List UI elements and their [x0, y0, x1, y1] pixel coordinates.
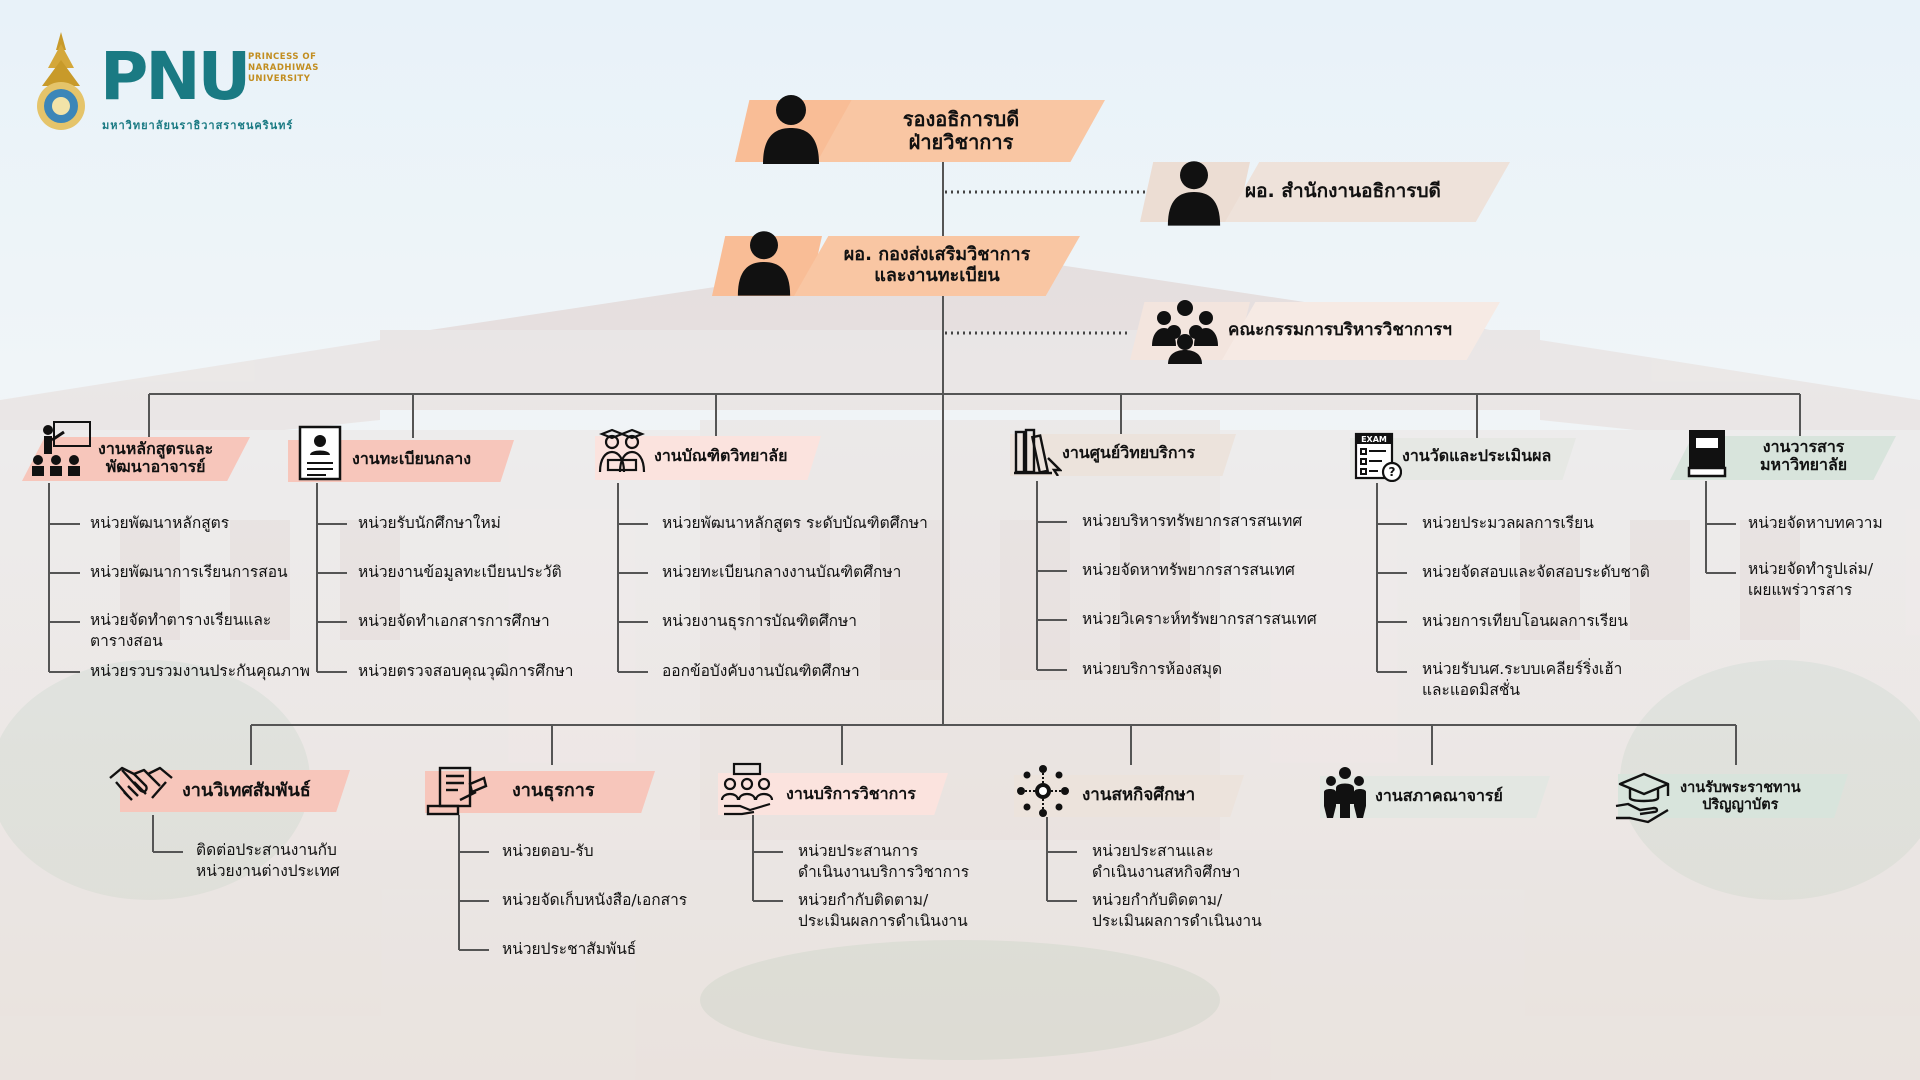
list-item: หน่วยพัฒนาหลักสูตร [90, 514, 230, 532]
person-icon [1167, 161, 1221, 226]
graduation-cap-icon [1615, 772, 1670, 824]
list-item: หน่วยรับนศ.ระบบเคลียร์ริ่งเฮ้า และแอดมิส… [1422, 660, 1623, 699]
list-item: หน่วยจัดทำเอกสารการศึกษา [358, 612, 550, 630]
unit-title-registrar: งานทะเบียนกลาง [352, 449, 472, 468]
unit-title-journal: งานวารสาร มหาวิทยาลัย [1760, 437, 1848, 475]
list-item: หน่วยประสานการ ดำเนินงานบริการวิชาการ [798, 842, 970, 881]
graduates-icon [598, 428, 646, 473]
list-item: หน่วยบริหารทรัพยากรสารสนเทศ [1082, 512, 1303, 530]
document-icon [298, 425, 342, 481]
list-item: หน่วยกำกับติดตาม/ ประเมินผลการดำเนินงาน [798, 891, 968, 930]
list-item: หน่วยพัฒนาหลักสูตร ระดับบัณฑิตศึกษา [662, 514, 928, 532]
vp-academic-box: รองอธิการบดี ฝ่ายวิชาการ [735, 95, 1105, 164]
logo-letters: PNU [100, 38, 251, 115]
unit-title-international: งานวิเทศสัมพันธ์ [182, 780, 311, 801]
group-icon [1152, 300, 1218, 364]
paperwork-icon [426, 766, 488, 816]
unit-title-library: งานศูนย์วิทยบริการ [1062, 443, 1196, 462]
pnu-logo: PNU PRINCESS OF NARADHIWAS UNIVERSITY มห… [30, 32, 330, 142]
list-item: หน่วยกำกับติดตาม/ ประเมินผลการดำเนินงาน [1092, 891, 1262, 930]
exam-label: EXAM [1361, 435, 1387, 444]
list-item: หน่วยจัดทำตารางเรียนและ ตารางสอน [90, 611, 272, 650]
list-item: หน่วยจัดหาบทความ [1748, 514, 1883, 532]
tab-graduate-school [595, 436, 821, 480]
list-item: หน่วยตรวจสอบคุณวุฒิการศึกษา [358, 662, 574, 680]
academic-committee-box: คณะกรรมการบริหารวิชาการฯ [1130, 300, 1500, 364]
council-icon [1324, 767, 1366, 818]
logo-english-name: PRINCESS OF NARADHIWAS UNIVERSITY [248, 52, 319, 84]
list-item: หน่วยงานธุรการบัณฑิตศึกษา [662, 612, 857, 630]
division-director-box: ผอ. กองส่งเสริมวิชาการ และงานทะเบียน [712, 231, 1080, 296]
list-item: หน่วยประสานและ ดำเนินงานสหกิจศึกษา [1092, 842, 1241, 881]
academic-committee-title: คณะกรรมการบริหารวิชาการฯ [1228, 320, 1452, 341]
exam-icon: EXAM ? [1354, 432, 1402, 482]
unit-title-curriculum: งานหลักสูตรและ พัฒนาอาจารย์ [98, 439, 214, 477]
tab-coop-education [1014, 775, 1244, 817]
list-item: หน่วยจัดสอบและจัดสอบระดับชาติ [1422, 563, 1650, 581]
unit-title-graduation-ceremony: งานรับพระราชทาน ปริญญาบัตร [1680, 780, 1801, 813]
unit-title-admin: งานธุรการ [512, 780, 595, 801]
unit-title-faculty-senate: งานสภาคณาจารย์ [1375, 786, 1503, 805]
list-item: หน่วยทะเบียนกลางงานบัณฑิตศึกษา [662, 563, 902, 581]
list-item: หน่วยประชาสัมพันธ์ [502, 940, 637, 958]
office-director-box: ผอ. สำนักงานอธิการบดี [1140, 161, 1510, 226]
teacher-icon [32, 421, 91, 476]
service-icon [720, 762, 774, 816]
list-item: หน่วยการเทียบโอนผลการเรียน [1422, 612, 1628, 630]
university-seal-icon [37, 32, 85, 130]
list-item: ติดต่อประสานงานกับ หน่วยงานต่างประเทศ [196, 841, 340, 880]
list-item: หน่วยพัฒนาการเรียนการสอน [90, 563, 288, 581]
unit-title-coop-education: งานสหกิจศึกษา [1082, 785, 1196, 805]
list-item: หน่วยงานข้อมูลทะเบียนประวัติ [358, 563, 562, 581]
unit-title-measurement: งานวัดและประเมินผล [1402, 446, 1552, 465]
svg-text:?: ? [1389, 465, 1396, 479]
logo-thai-name: มหาวิทยาลัยนราธิวาสราชนครินทร์ [102, 119, 294, 132]
list-item: หน่วยรวบรวมงานประกันคุณภาพ [90, 662, 310, 680]
list-item: หน่วยจัดเก็บหนังสือ/เอกสาร [502, 891, 688, 909]
list-item: หน่วยวิเคราะห์ทรัพยากรสารสนเทศ [1082, 610, 1317, 628]
unit-title-graduate-school: งานบัณฑิตวิทยาลัย [654, 446, 788, 465]
vp-academic-title: รองอธิการบดี ฝ่ายวิชาการ [902, 107, 1020, 154]
network-icon [1017, 765, 1069, 817]
office-director-title: ผอ. สำนักงานอธิการบดี [1245, 180, 1441, 203]
list-item: หน่วยบริการห้องสมุด [1082, 660, 1223, 678]
division-director-title: ผอ. กองส่งเสริมวิชาการ และงานทะเบียน [843, 244, 1031, 286]
person-icon [763, 95, 819, 164]
list-item: หน่วยรับนักศึกษาใหม่ [358, 514, 501, 532]
unit-title-academic-service: งานบริการวิชาการ [786, 784, 916, 803]
list-item: หน่วยจัดหาทรัพยากรสารสนเทศ [1082, 561, 1295, 579]
list-item: หน่วยจัดทำรูปเล่ม/ เผยแพร่วารสาร [1748, 560, 1874, 599]
journal-icon [1687, 430, 1727, 478]
person-icon [737, 231, 791, 296]
handshake-icon [109, 766, 173, 801]
library-icon [1014, 428, 1062, 476]
list-item: หน่วยตอบ-รับ [502, 842, 594, 860]
list-item: ออกข้อบังคับงานบัณฑิตศึกษา [662, 662, 860, 680]
list-item: หน่วยประมวลผลการเรียน [1422, 514, 1594, 532]
